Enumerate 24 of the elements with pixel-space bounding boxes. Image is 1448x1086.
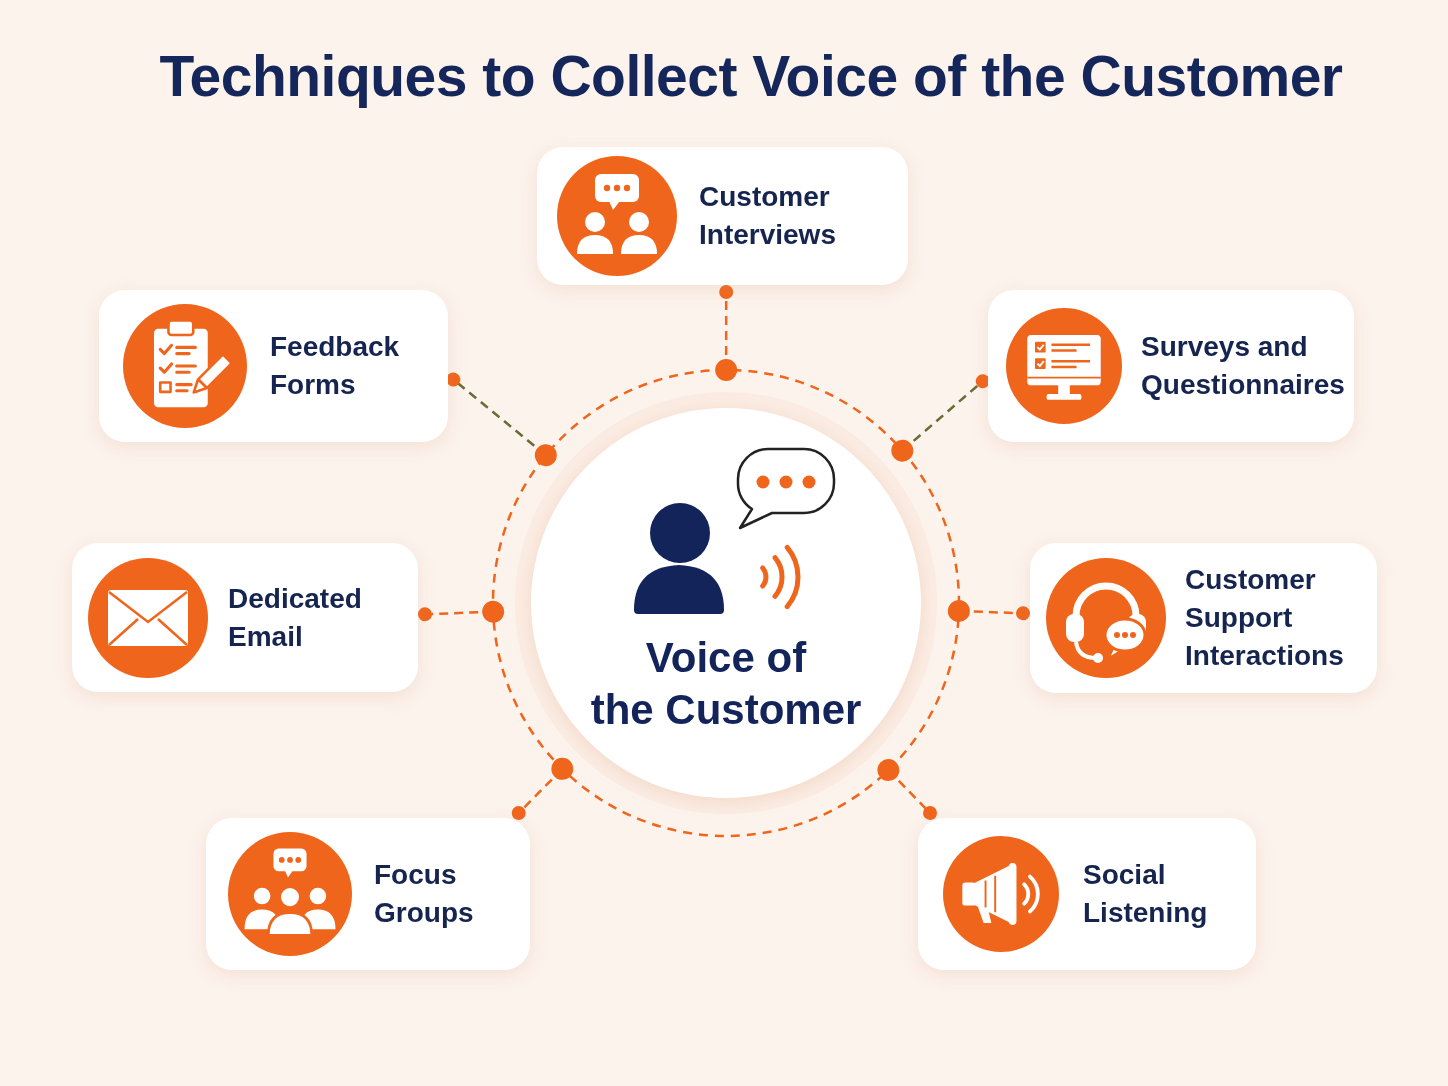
card-title: Focus Groups [374, 858, 475, 930]
technique-card [988, 290, 1354, 442]
card-title: Surveys and Questionnaires [1141, 330, 1346, 402]
technique-card [72, 543, 418, 692]
technique-card [1030, 543, 1377, 693]
dashed-connector [511, 757, 574, 820]
dashed-connector [891, 374, 990, 462]
technique-card [537, 147, 908, 285]
dashed-connector [715, 285, 738, 381]
card-title: Customer Interviews [699, 180, 837, 252]
dashed-connector [947, 600, 1031, 623]
technique-card [918, 818, 1256, 970]
card-title: Customer Support Interactions [1185, 563, 1345, 673]
card-title: Feedback Forms [270, 330, 401, 402]
dashed-connector [417, 600, 505, 623]
technique-card [206, 818, 530, 970]
dashed-connector [446, 372, 557, 467]
hub-circle [491, 368, 961, 838]
card-title: Social Listening [1083, 858, 1209, 930]
title: Techniques to Collect Voice of the Customer [159, 43, 1343, 110]
dashed-connector [877, 759, 937, 820]
hub-title: Voice of the Customer [590, 633, 862, 735]
card-title: Dedicated Email [228, 581, 363, 654]
technique-card [99, 290, 448, 442]
